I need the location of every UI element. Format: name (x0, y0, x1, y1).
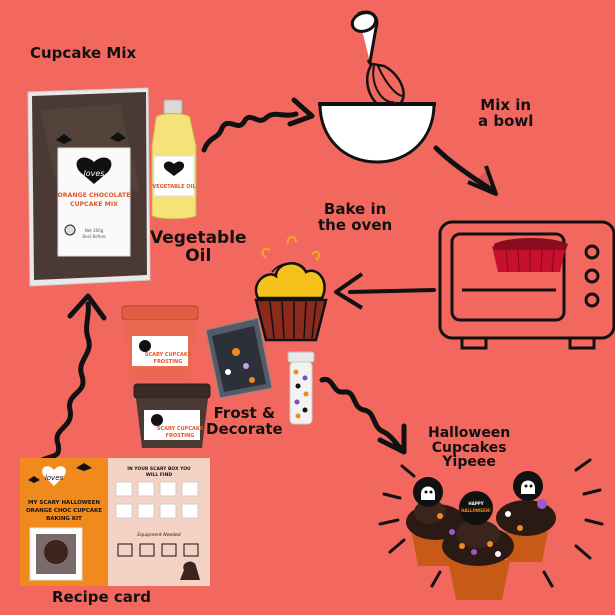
svg-text:ORANGE CHOCOLATE: ORANGE CHOCOLATE (58, 192, 131, 199)
squiggle-arrow-to-finished (319, 376, 405, 453)
svg-text:WILL FIND: WILL FIND (146, 472, 172, 478)
svg-text:IN YOUR SCARY BOX YOU: IN YOUR SCARY BOX YOU (127, 466, 191, 472)
squiggle-arrow-to-mix (33, 301, 92, 469)
svg-text:HAPPY: HAPPY (468, 501, 483, 506)
celebration-burst (378, 458, 604, 588)
sprinkle-tube (287, 351, 315, 425)
squiggle-arrow-to-bowl (201, 111, 299, 153)
frost-decorate-label: Frost &Decorate (206, 404, 283, 438)
svg-text:SCARY CUPCAKE: SCARY CUPCAKE (157, 426, 204, 432)
vegetable-oil-bottle: VEGETABLE OIL (151, 99, 197, 220)
svg-text:ORANGE CHOC CUPCAKE: ORANGE CHOC CUPCAKE (26, 508, 102, 514)
svg-text:FROSTING: FROSTING (154, 359, 183, 365)
svg-text:MY SCARY HALLOWEEN: MY SCARY HALLOWEEN (28, 500, 100, 506)
svg-text:Equipment Needed: Equipment Needed (137, 532, 180, 538)
svg-text:HALLOWEEN!: HALLOWEEN! (461, 508, 491, 513)
orange-frosting-tub: SCARY CUPCAKE FROSTING (121, 305, 199, 380)
svg-text:BAKING KIT: BAKING KIT (46, 516, 82, 522)
sprinkle-bag (205, 317, 273, 399)
cupcake-icon (254, 236, 328, 342)
svg-text:Net 300g: Net 300g (85, 228, 104, 233)
svg-text:FROSTING: FROSTING (166, 433, 195, 439)
mix-bag-brand: loves (84, 169, 105, 178)
arrow-to-cupcake (348, 288, 436, 294)
cupcake-mix-label: Cupcake Mix (30, 44, 137, 62)
finished-halloween-cupcakes: HAPPY HALLOWEEN! (406, 471, 556, 600)
svg-text:SCARY CUPCAKE: SCARY CUPCAKE (145, 352, 192, 358)
arrow-to-oven (433, 145, 495, 193)
recipe-card-brand: loves (45, 474, 64, 482)
recipe-card-label: Recipe card (52, 588, 152, 606)
svg-text:VEGETABLE OIL: VEGETABLE OIL (152, 184, 196, 190)
chocolate-frosting-tub: SCARY CUPCAKE FROSTING (133, 383, 211, 448)
cupcake-mix-bag: loves ORANGE CHOCOLATE CUPCAKE MIX Net 3… (27, 87, 151, 287)
svg-text:CUPCAKE MIX: CUPCAKE MIX (70, 201, 118, 208)
svg-text:Best Before: Best Before (82, 234, 106, 239)
bowl-whisk-icon (318, 10, 436, 164)
oven-icon (438, 220, 615, 350)
recipe-card: loves MY SCARY HALLOWEEN ORANGE CHOC CUP… (20, 458, 210, 586)
